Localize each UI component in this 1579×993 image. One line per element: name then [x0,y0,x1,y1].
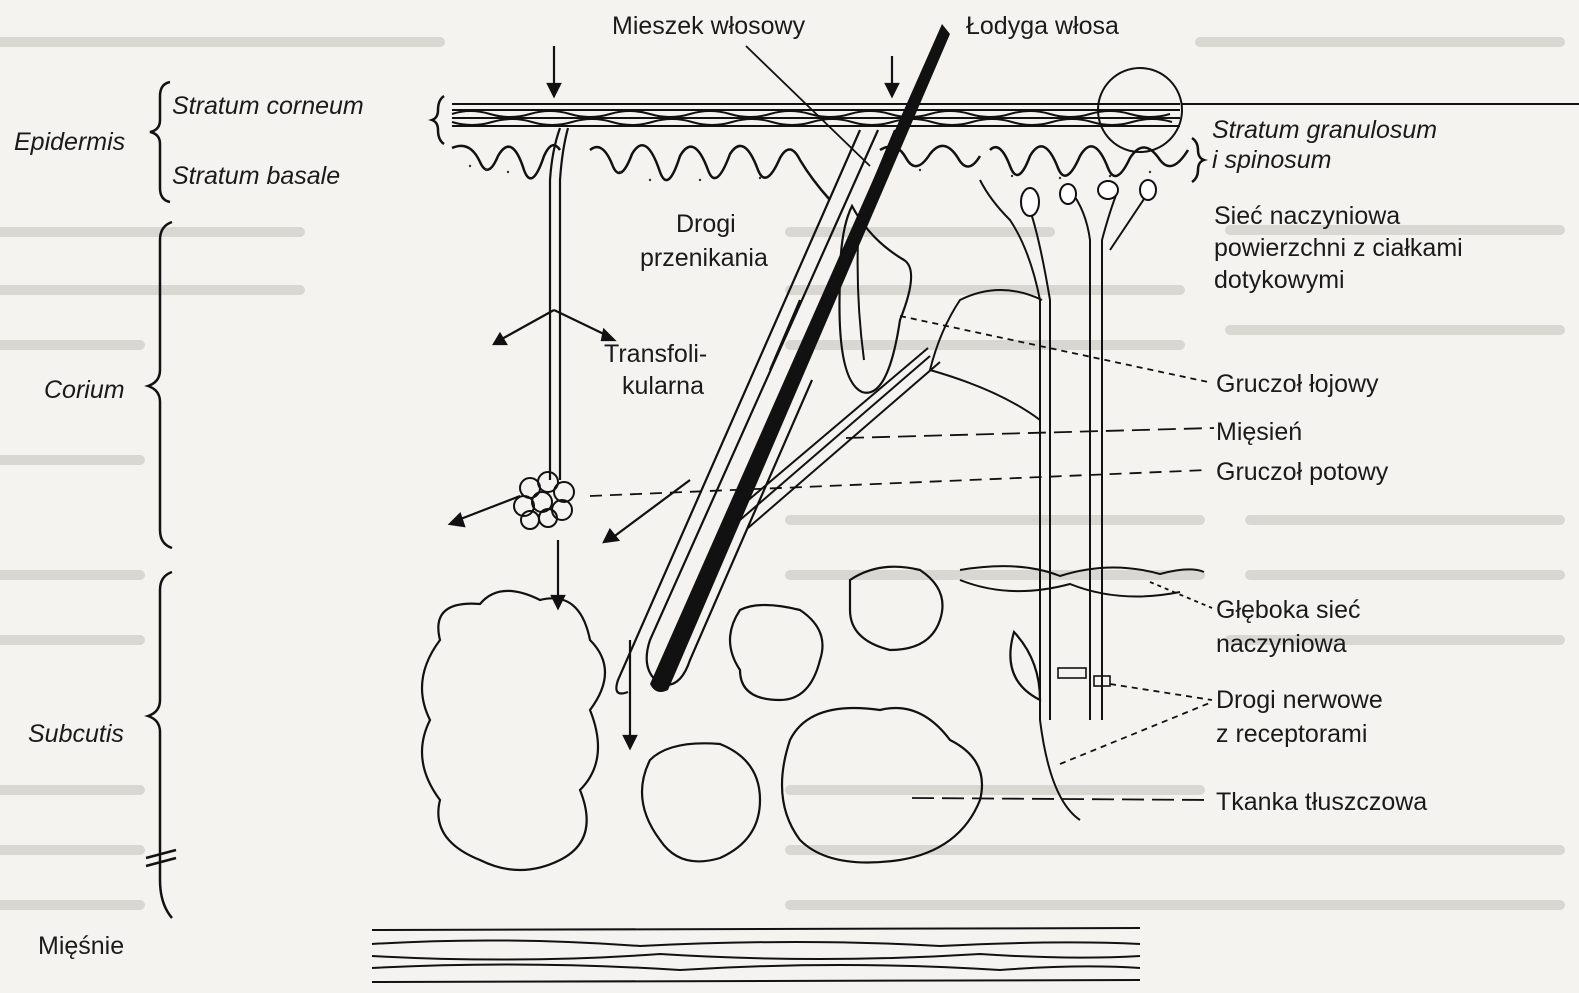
leader-lines [590,46,1214,800]
sweat-gland [514,472,574,529]
label-gleboka-2: naczyniowa [1216,628,1347,660]
epidermis-brace [150,82,170,202]
label-stratum-basale: Stratum basale [172,160,340,192]
label-granulosum-2: i spinosum [1212,144,1332,176]
label-transfoli-2: kularna [622,370,704,402]
label-granulosum-1: Stratum granulosum [1212,114,1437,146]
label-lodyga: Łodyga włosa [966,10,1119,42]
label-miesnie: Mięśnie [38,930,124,962]
label-drogi-2: przenikania [640,242,768,274]
corium-brace [148,222,172,548]
label-epidermis: Epidermis [14,126,125,158]
label-nerwowe-2: z receptorami [1216,718,1367,750]
label-siec-3: dotykowymi [1214,264,1345,296]
stipple-dots [469,165,1151,181]
fat-lobules [422,567,982,870]
label-subcutis: Subcutis [28,718,124,750]
label-transfoli-1: Transfoli- [604,338,707,370]
label-drogi-1: Drogi [676,208,736,240]
label-stratum-corneum: Stratum corneum [172,90,364,122]
label-mieszek: Mieszek włosowy [612,10,805,42]
label-miesien: Mięsień [1216,416,1302,448]
label-gleboka-1: Głęboka sieć [1216,594,1361,626]
label-siec-1: Sieć naczyniowa [1214,200,1400,232]
label-siec-2: powierzchni z ciałkami [1214,232,1463,264]
stratum-brace-right [1192,138,1204,182]
sweat-duct [550,128,568,480]
muscle-layer [372,928,1140,982]
stratum-brace-left [432,96,444,144]
stratum-corneum-layer [452,104,1180,126]
subcutis-brace [148,572,172,918]
vascular-network [930,180,1204,820]
label-gruczol-potowy: Gruczoł potowy [1216,456,1388,488]
label-tkanka: Tkanka tłuszczowa [1216,786,1427,818]
label-nerwowe-1: Drogi nerwowe [1216,684,1383,716]
label-corium: Corium [44,374,125,406]
label-gruczol-lojowy: Gruczoł łojowy [1216,368,1379,400]
nerve-receptor [1010,632,1040,700]
